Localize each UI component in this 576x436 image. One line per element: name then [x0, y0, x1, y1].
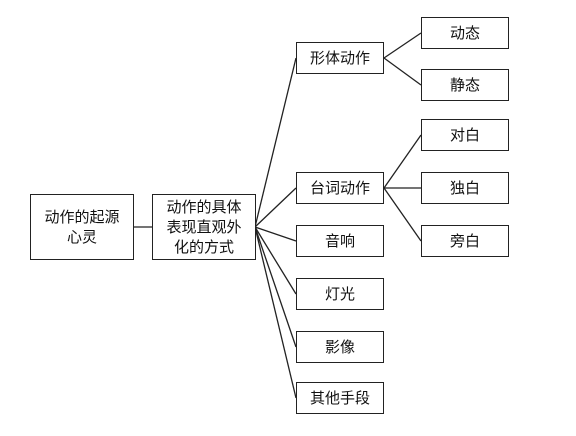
connector-middle-taici	[254, 187, 297, 228]
connector-middle-yinxiang	[254, 226, 297, 242]
leaf-label: 静态	[449, 75, 480, 94]
root-node: 动作的起源 心灵	[30, 194, 134, 260]
branch-label: 影像	[324, 337, 355, 356]
branch-qita-shouduan: 其他手段	[296, 382, 384, 414]
branch-xingti-dongzuo: 形体动作	[296, 42, 384, 74]
leaf-label: 旁白	[449, 231, 480, 250]
branch-label: 音响	[324, 231, 355, 250]
middle-node-label: 动作的具体 表现直观外 化的方式	[166, 197, 242, 257]
branch-yingxiang: 影像	[296, 331, 384, 363]
leaf-dubai: 独白	[421, 172, 509, 204]
leaf-label: 动态	[449, 23, 480, 42]
leaf-dongtai: 动态	[421, 17, 509, 49]
connector-middle-dengguang	[254, 226, 297, 295]
connector-middle-yingxiang	[254, 226, 297, 348]
branch-label: 灯光	[324, 284, 355, 303]
connector-taici-duibai	[383, 134, 422, 189]
leaf-duibai: 对白	[421, 119, 509, 151]
connector-middle-xingti	[254, 57, 297, 228]
middle-node: 动作的具体 表现直观外 化的方式	[152, 194, 256, 260]
branch-yinxiang: 音响	[296, 225, 384, 257]
connector-xingti-jingtai	[383, 57, 422, 86]
branch-label: 其他手段	[309, 388, 370, 407]
branch-label: 形体动作	[309, 48, 370, 67]
connector-taici-pangbai	[383, 187, 422, 242]
root-node-label: 动作的起源 心灵	[44, 207, 120, 246]
branch-taici-dongzuo: 台词动作	[296, 172, 384, 204]
leaf-label: 独白	[449, 178, 480, 197]
branch-label: 台词动作	[309, 178, 370, 197]
connector-middle-qita	[254, 226, 297, 399]
leaf-label: 对白	[449, 125, 480, 144]
leaf-pangbai: 旁白	[421, 225, 509, 257]
leaf-jingtai: 静态	[421, 69, 509, 101]
branch-dengguang: 灯光	[296, 278, 384, 310]
connector-xingti-dongtai	[383, 32, 422, 59]
